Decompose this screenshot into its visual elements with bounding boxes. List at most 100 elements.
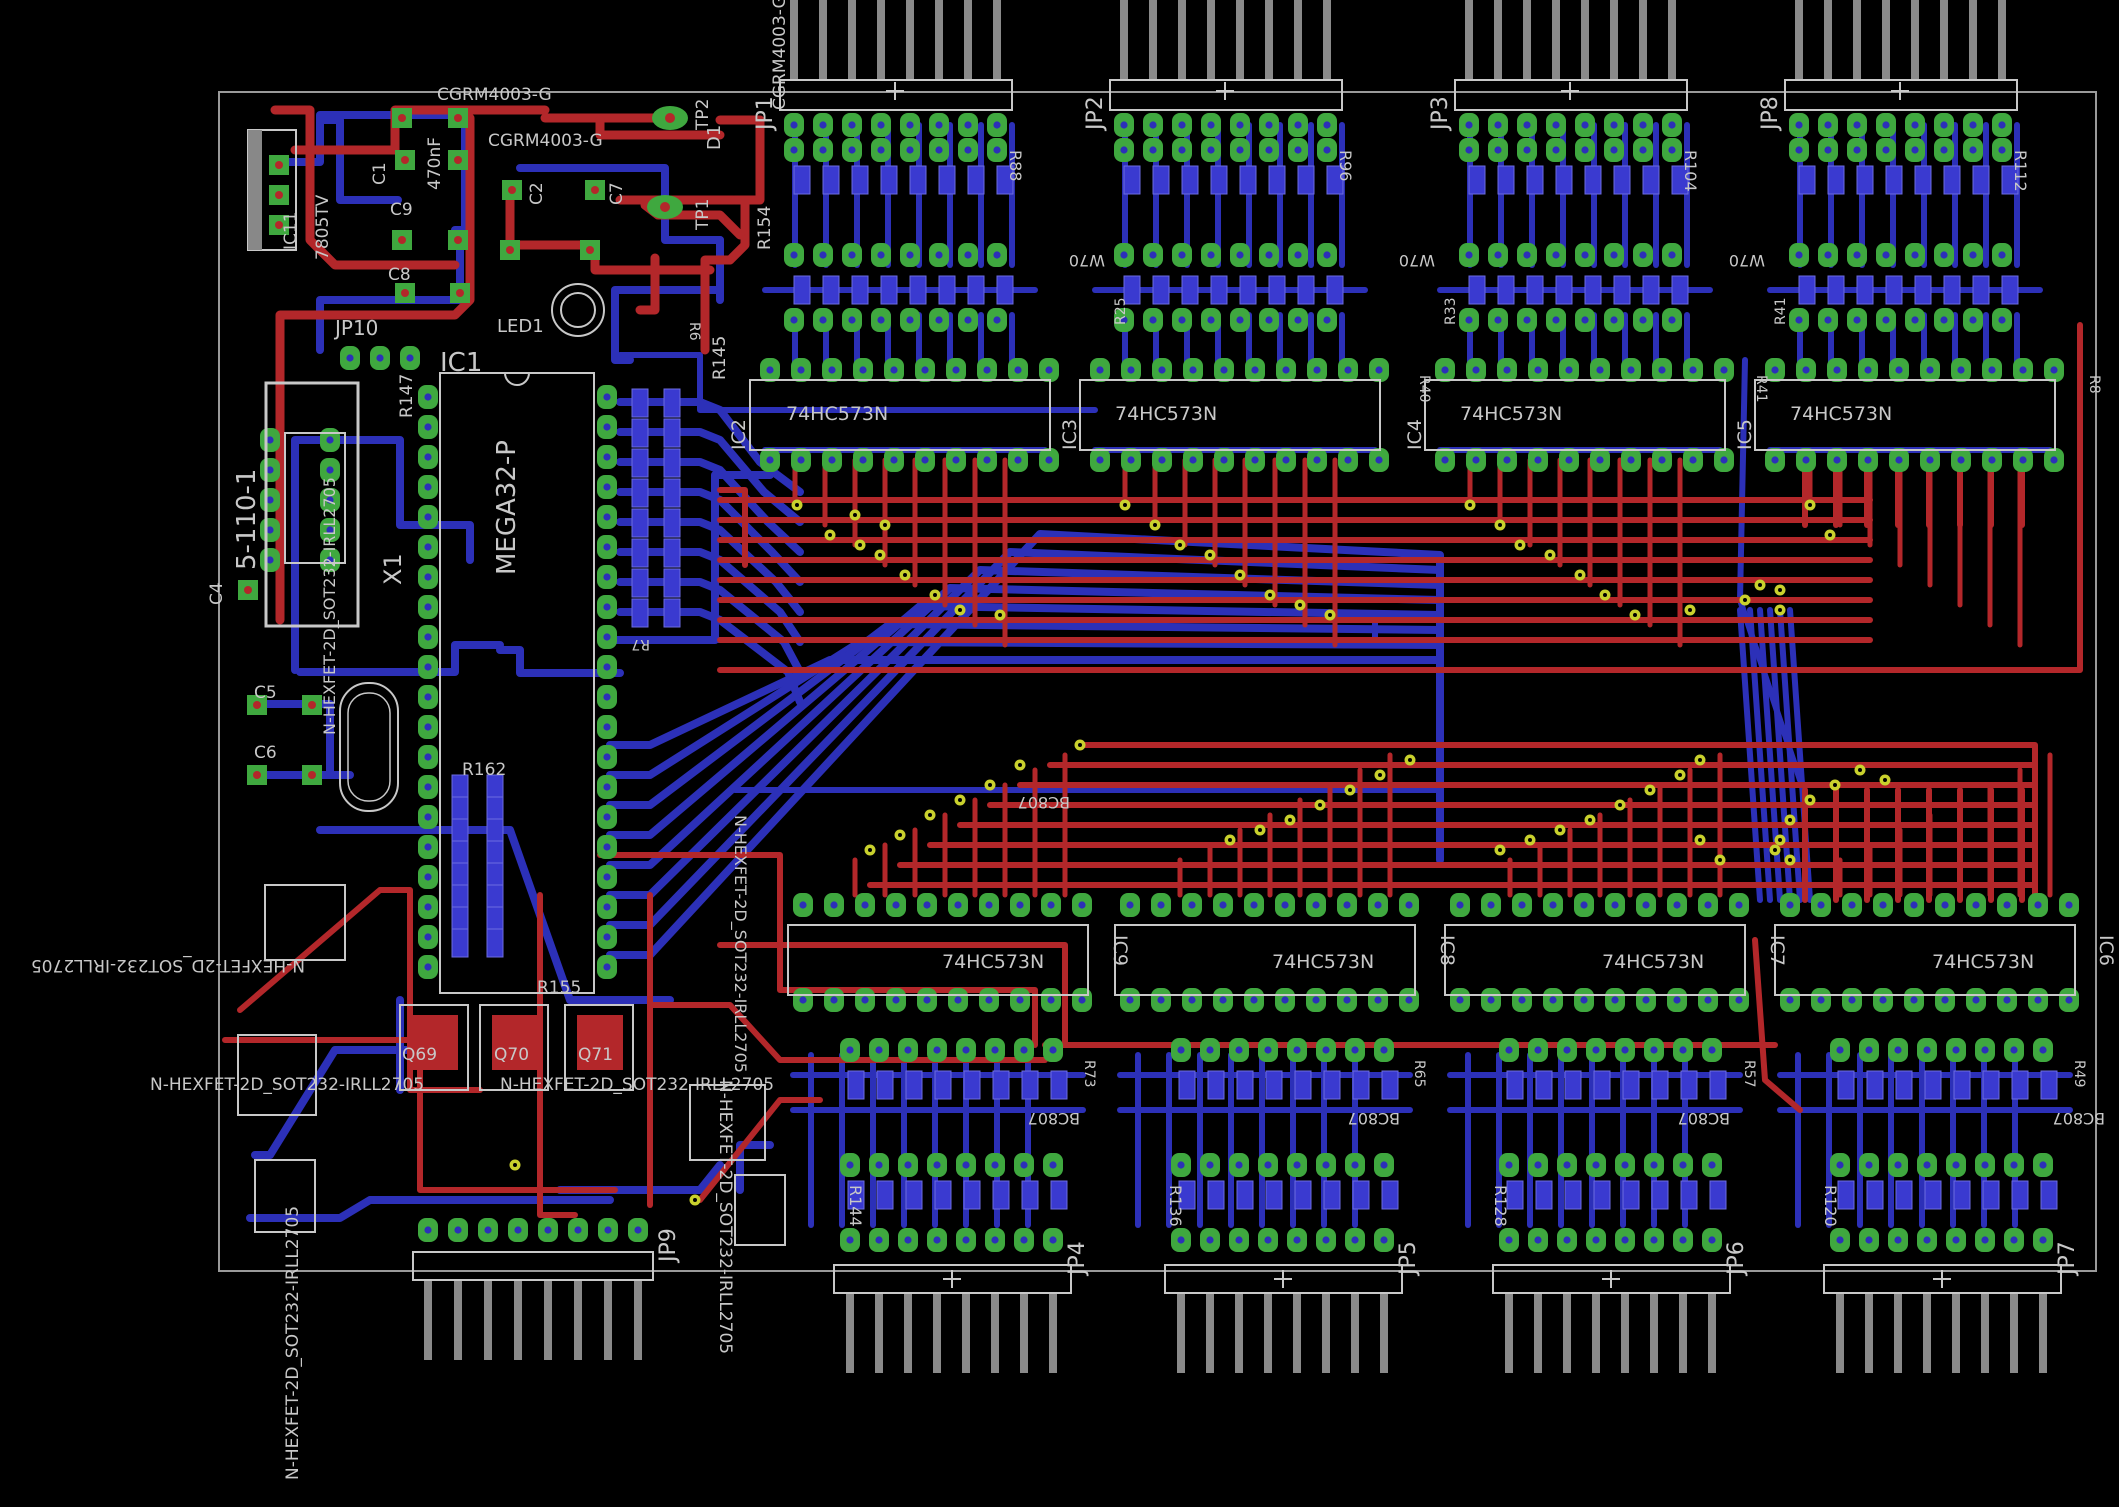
- pad-drill: [1294, 146, 1302, 154]
- pad-drill: [846, 1046, 854, 1054]
- pad-drill: [848, 146, 856, 154]
- via-hole: [853, 513, 857, 517]
- resistor-pad: [1828, 276, 1844, 304]
- header-pin: [1149, 0, 1157, 80]
- via-hole: [1858, 768, 1862, 772]
- via-hole: [1758, 583, 1762, 587]
- pad-drill: [1580, 996, 1588, 1004]
- resistor-pad: [852, 276, 868, 304]
- via-hole: [1778, 838, 1782, 842]
- pad-drill: [993, 121, 1001, 129]
- pad-drill: [1882, 251, 1890, 259]
- latch-ref-label: IC9: [1109, 935, 1131, 966]
- resistor-pad: [632, 449, 648, 477]
- header-pin: [454, 1280, 462, 1360]
- pad-drill: [1487, 901, 1495, 909]
- resistor-pad: [848, 1071, 864, 1099]
- pad-drill: [603, 723, 611, 731]
- pad-drill: [266, 466, 274, 474]
- trace-mosfet-red: [597, 852, 1038, 1048]
- pad-drill: [859, 366, 867, 374]
- pad-drill: [424, 483, 432, 491]
- pad-drill: [275, 161, 283, 169]
- trace-mosfet-red: [717, 942, 1068, 1048]
- pad-drill: [985, 996, 993, 1004]
- resistor-pad: [1828, 166, 1844, 194]
- resistor-pad: [1614, 166, 1630, 194]
- resistor-pad: [1681, 1181, 1697, 1209]
- pad-drill: [266, 526, 274, 534]
- pad-drill: [603, 693, 611, 701]
- pad-drill: [1534, 1161, 1542, 1169]
- pad-drill: [904, 1046, 912, 1054]
- pad-drill: [424, 663, 432, 671]
- smd-outline: [1651, 1180, 1669, 1210]
- pad-drill: [1236, 146, 1244, 154]
- resistor-pad: [487, 907, 503, 935]
- header-top-ref: JP8: [1758, 96, 1783, 132]
- pad-drill: [1494, 251, 1502, 259]
- header-body: [1454, 79, 1688, 111]
- header-pin: [1621, 1293, 1629, 1373]
- latch-outline: [1079, 379, 1381, 451]
- smd-outline: [2001, 275, 2019, 305]
- pad-drill: [1250, 996, 1258, 1004]
- pad-drill: [1771, 456, 1779, 464]
- pad-drill: [1864, 456, 1872, 464]
- regulator-tab: [248, 130, 262, 250]
- via-hole: [1078, 743, 1082, 747]
- pad-drill: [424, 393, 432, 401]
- header-pin: [906, 0, 914, 80]
- resistor-pad: [1211, 276, 1227, 304]
- smd-outline: [822, 275, 840, 305]
- pad-drill: [1120, 316, 1128, 324]
- trace-5v: [700, 255, 735, 355]
- resistor-pad: [1324, 1181, 1340, 1209]
- pad-drill: [1895, 366, 1903, 374]
- pad-drill: [2003, 901, 2011, 909]
- tp1-label: TP1: [693, 199, 713, 231]
- via-hole: [1288, 818, 1292, 822]
- pad-drill: [1704, 996, 1712, 1004]
- resistor-pad: [1973, 276, 1989, 304]
- pad-drill: [1045, 456, 1053, 464]
- pad-drill: [1312, 996, 1320, 1004]
- via-hole: [1773, 848, 1777, 852]
- via-hole: [933, 593, 937, 597]
- smd-outline: [909, 275, 927, 305]
- pad-drill: [819, 251, 827, 259]
- header-pin: [1523, 0, 1531, 80]
- pad-drill: [1596, 456, 1604, 464]
- pad-drill: [1611, 901, 1619, 909]
- smd-outline: [1181, 275, 1199, 305]
- pad-drill: [1833, 456, 1841, 464]
- pad-drill: [1323, 316, 1331, 324]
- via-hole: [1378, 773, 1382, 777]
- pad-drill: [892, 996, 900, 1004]
- resistor-pad: [1614, 276, 1630, 304]
- smd-outline: [1914, 165, 1932, 195]
- smd-outline: [992, 1070, 1010, 1100]
- pad-drill: [952, 456, 960, 464]
- res-ref-label: R25: [1113, 297, 1129, 325]
- pad-drill: [398, 236, 406, 244]
- resistor-pad: [910, 166, 926, 194]
- pad-drill: [890, 456, 898, 464]
- smd-outline: [1584, 275, 1602, 305]
- smd-outline: [631, 598, 649, 628]
- pad-drill: [1149, 146, 1157, 154]
- header-pin: [1824, 0, 1832, 80]
- smd-outline: [1555, 165, 1573, 195]
- smd-outline: [938, 275, 956, 305]
- res-ref-label: R33: [1443, 297, 1459, 325]
- pad-drill: [1552, 316, 1560, 324]
- pad-drill: [1972, 901, 1980, 909]
- header-pin: [1923, 1293, 1931, 1373]
- pad-drill: [766, 366, 774, 374]
- pad-drill: [2039, 1046, 2047, 1054]
- pad-drill: [1836, 1046, 1844, 1054]
- pad-drill: [1998, 146, 2006, 154]
- pad-drill: [993, 316, 1001, 324]
- resistor-pad: [487, 863, 503, 891]
